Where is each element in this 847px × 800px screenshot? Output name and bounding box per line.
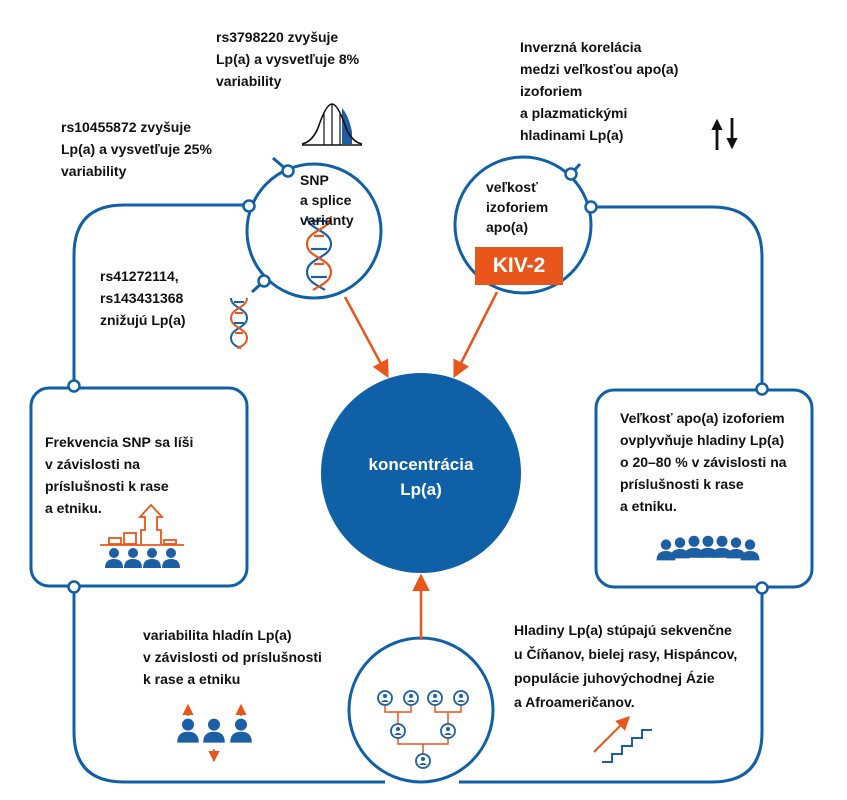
connector-dot — [257, 274, 271, 288]
arrow-snp-to-center — [343, 296, 389, 379]
center-label: koncentrácia Lp(a) — [368, 455, 474, 499]
bell-curve-icon — [301, 103, 363, 146]
kiv2-badge: KIV-2 — [475, 247, 563, 285]
connector-dot — [67, 379, 81, 393]
note-rs41272114: rs41272114, rs143431368 znižujú Lp(a) — [100, 268, 186, 328]
stairs-arrow-icon — [593, 716, 652, 763]
bar-chart-people-icon — [100, 503, 184, 568]
isoform-node-label: veľkosť izoforiem apo(a) — [486, 179, 549, 235]
right-box — [594, 388, 814, 589]
connector-dot — [67, 580, 81, 594]
outer-loop — [72, 203, 764, 784]
snp-node-circle — [245, 162, 383, 300]
dna-icon — [305, 215, 333, 291]
connector-dot — [242, 199, 256, 213]
arrow-isoform-to-center — [453, 291, 499, 379]
connector-dot — [564, 167, 578, 181]
connector-dot — [755, 581, 769, 595]
connector-dot — [755, 382, 769, 396]
dna-icon-small — [229, 297, 249, 349]
pedigree-tree-icon — [377, 690, 469, 769]
note-rs10455872: rs10455872 zvyšuje Lp(a) a vysvetľuje 25… — [61, 119, 212, 179]
note-sequence: Hladiny Lp(a) stúpajú sekvenčne u Číňano… — [514, 622, 738, 710]
center-circle — [321, 373, 521, 573]
note-variability: variabilita hladín Lp(a) v závislosti od… — [143, 627, 322, 687]
people-arrows-icon — [177, 703, 252, 763]
up-down-arrows-icon — [711, 118, 738, 150]
note-rs3798220: rs3798220 zvyšuje Lp(a) a vysvetľuje 8% … — [216, 29, 360, 89]
left-box — [29, 386, 249, 588]
snp-node-label: SNP a splice varianty — [300, 172, 354, 228]
right-box-text: Veľkosť apo(a) izoforiem ovplyvňuje hlad… — [620, 410, 787, 514]
connector-dot — [584, 200, 598, 214]
connector-dot — [281, 164, 295, 178]
left-box-text: Frekvencia SNP sa líši v závislosti na p… — [45, 434, 194, 516]
note-inverse-correlation: Inverzná korelácia medzi veľkosťou apo(a… — [520, 39, 679, 143]
